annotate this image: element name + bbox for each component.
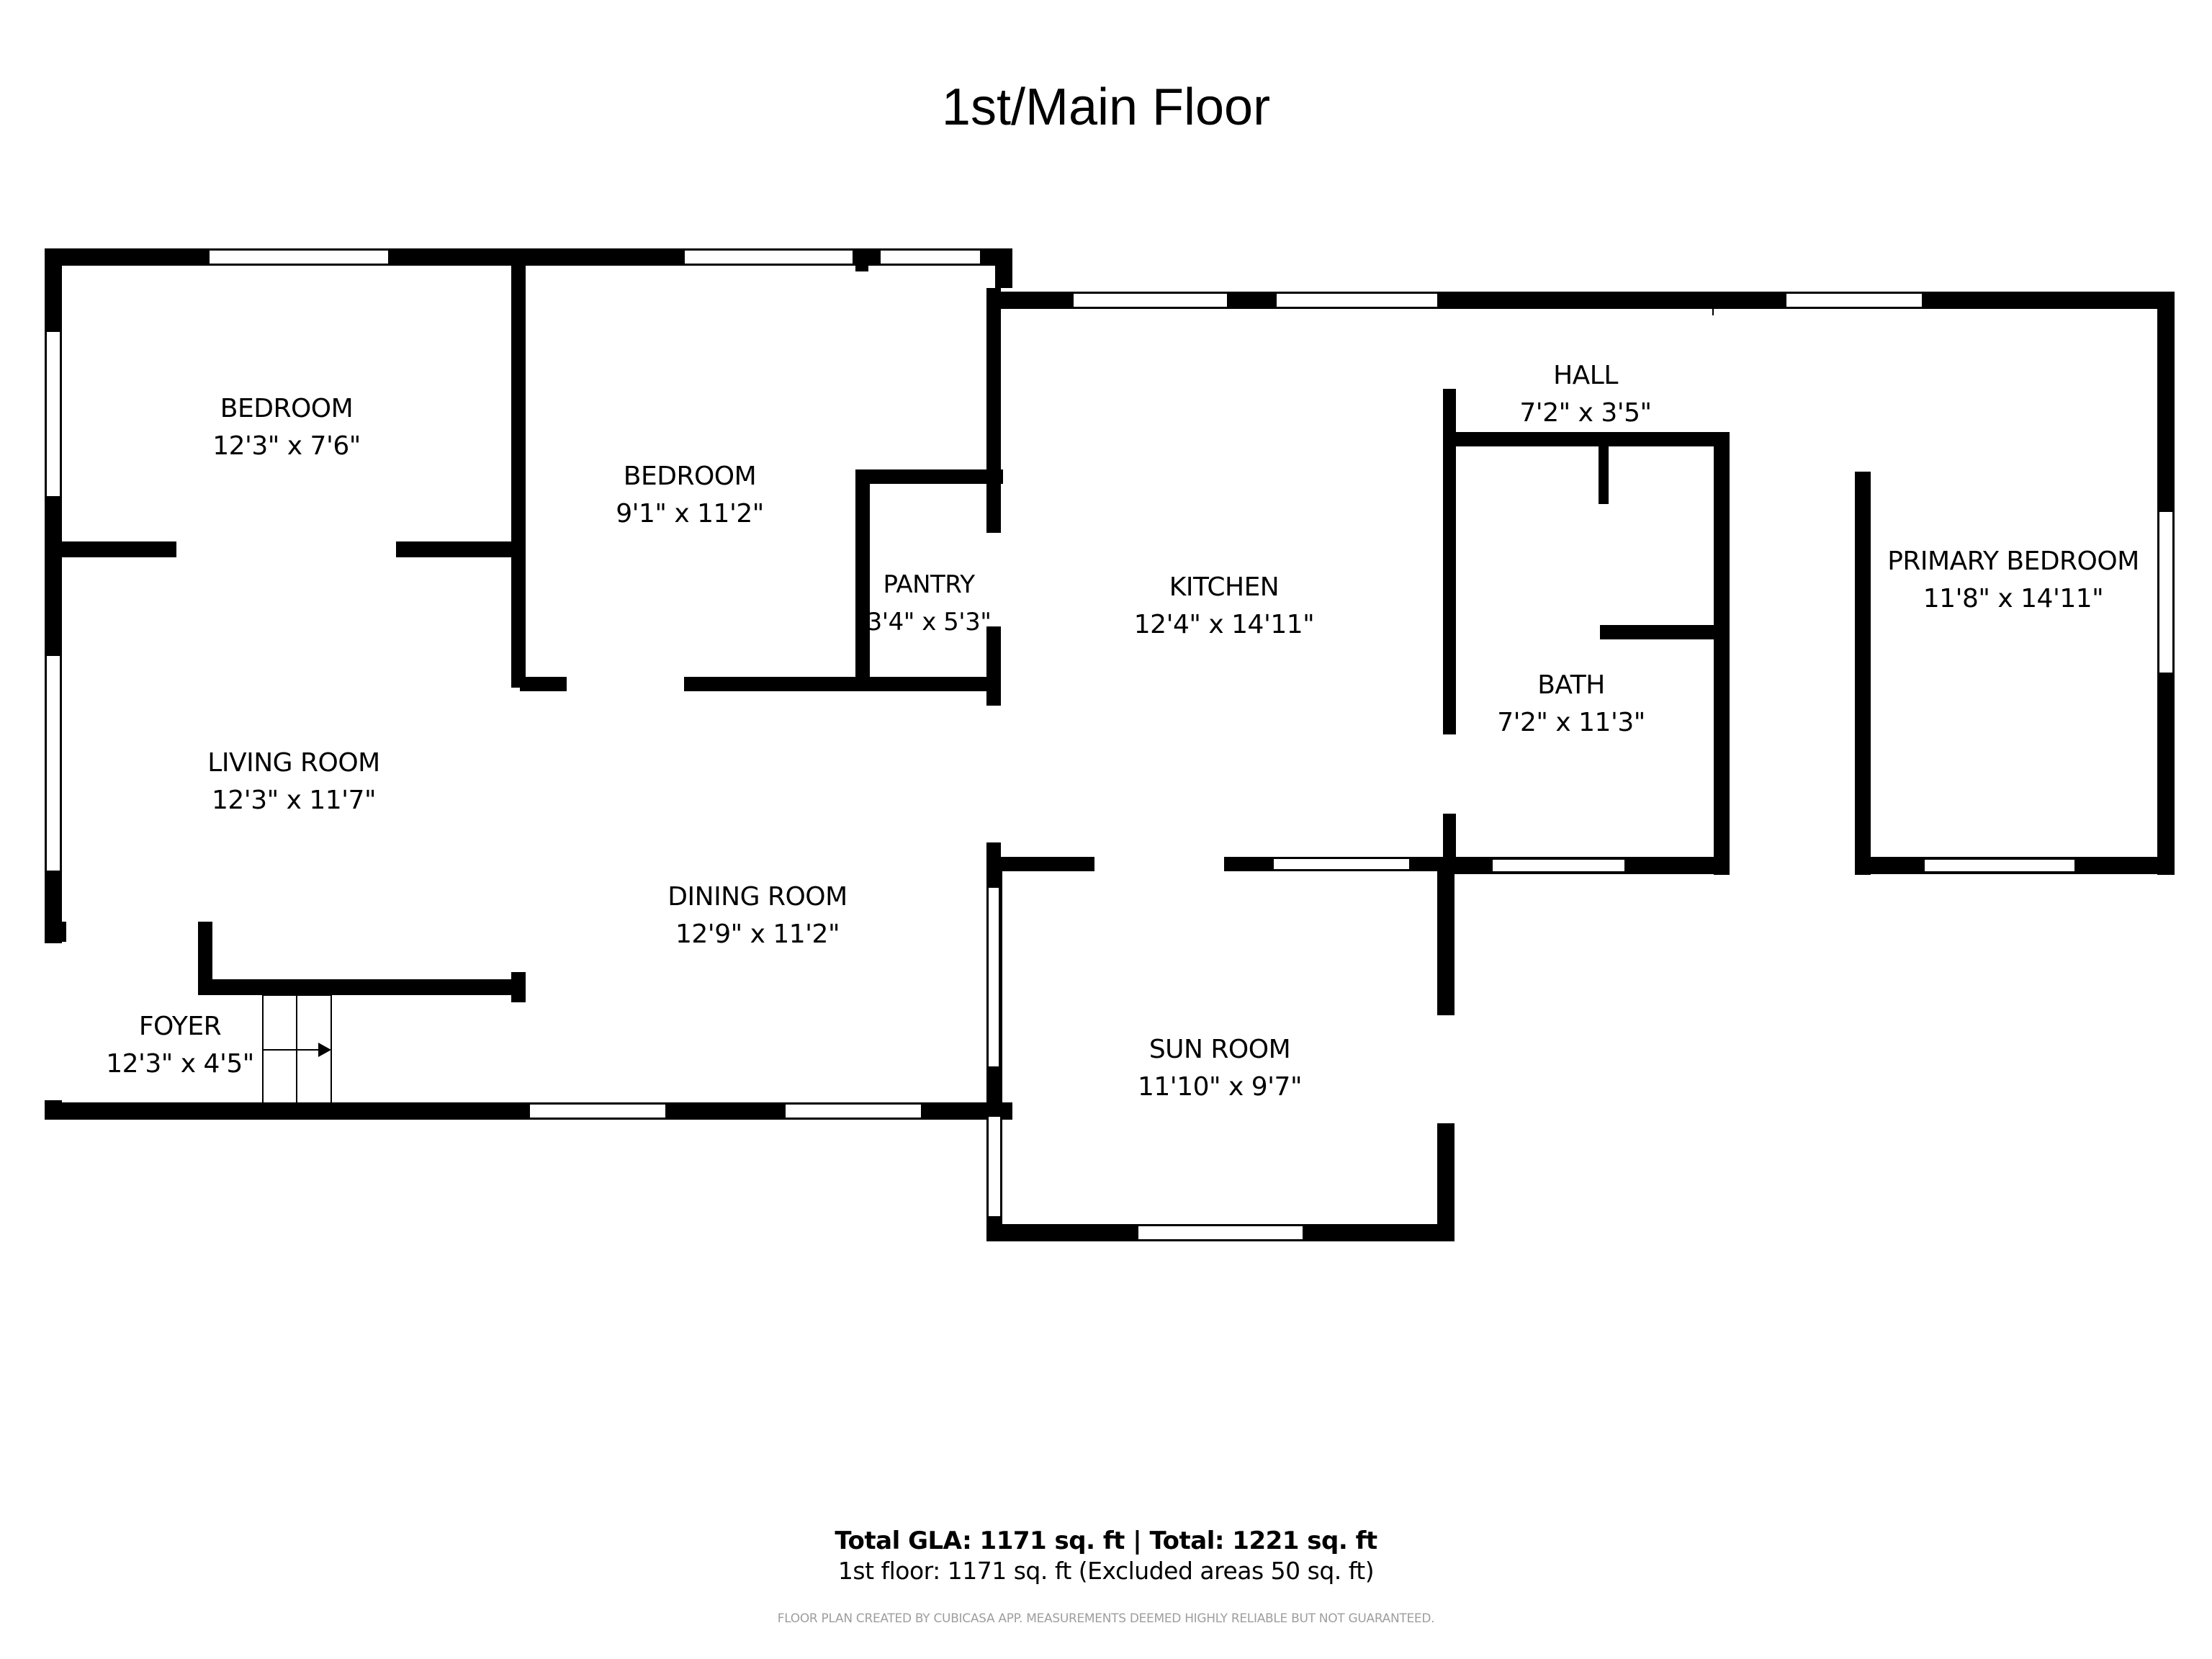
room-name: BEDROOM — [623, 462, 757, 491]
doorways — [45, 271, 1855, 1123]
room-bedroom-1: BEDROOM 12'3" x 7'6" — [212, 390, 361, 465]
room-dimensions: 11'8" x 14'11" — [1923, 584, 2104, 613]
room-name: BATH — [1537, 670, 1605, 700]
windows — [45, 249, 2174, 1241]
room-dimensions: 12'4" x 14'11" — [1133, 610, 1315, 639]
room-primary-bedroom: PRIMARY BEDROOM 11'8" x 14'11" — [1887, 543, 2139, 618]
room-kitchen: KITCHEN 12'4" x 14'11" — [1133, 569, 1315, 644]
room-dimensions: 7'2" x 11'3" — [1497, 708, 1645, 737]
room-bath: BATH 7'2" x 11'3" — [1497, 667, 1645, 742]
room-name: FOYER — [138, 1012, 222, 1041]
room-name: PANTRY — [883, 570, 975, 599]
room-foyer: FOYER 12'3" x 4'5" — [106, 1008, 254, 1083]
room-dimensions: 12'3" x 4'5" — [106, 1049, 254, 1079]
room-name: SUN ROOM — [1148, 1035, 1291, 1064]
room-dimensions: 3'4" x 5'3" — [866, 608, 992, 637]
room-sun-room: SUN ROOM 11'10" x 9'7" — [1137, 1031, 1303, 1106]
room-dimensions: 12'3" x 11'7" — [211, 786, 377, 815]
room-dimensions: 11'10" x 9'7" — [1137, 1072, 1303, 1102]
page-title: 1st/Main Floor — [941, 78, 1271, 136]
room-name: BEDROOM — [220, 394, 354, 423]
room-dining-room: DINING ROOM 12'9" x 11'2" — [667, 878, 848, 953]
room-living-room: LIVING ROOM 12'3" x 11'7" — [207, 745, 380, 819]
room-pantry: PANTRY 3'4" x 5'3" — [867, 566, 992, 641]
room-dimensions: 7'2" x 3'5" — [1519, 398, 1652, 428]
stair-arrow-icon — [318, 1043, 331, 1057]
room-name: LIVING ROOM — [207, 748, 380, 778]
area-totals: Total GLA: 1171 sq. ft | Total: 1221 sq.… — [835, 1527, 1377, 1555]
room-bedroom-2: BEDROOM 9'1" x 11'2" — [616, 458, 764, 533]
floor-area-detail: 1st floor: 1171 sq. ft (Excluded areas 5… — [837, 1557, 1375, 1585]
room-dimensions: 12'9" x 11'2" — [675, 920, 840, 949]
room-name: PRIMARY BEDROOM — [1887, 547, 2139, 576]
room-name: DINING ROOM — [667, 882, 848, 912]
room-dimensions: 12'3" x 7'6" — [212, 431, 361, 461]
room-name: KITCHEN — [1169, 572, 1280, 602]
stairs — [262, 994, 332, 1104]
room-dimensions: 9'1" x 11'2" — [616, 499, 764, 529]
disclaimer: FLOOR PLAN CREATED BY CUBICASA APP. MEAS… — [777, 1611, 1435, 1626]
room-hall: HALL 7'2" x 3'5" — [1519, 357, 1652, 432]
room-name: HALL — [1553, 361, 1618, 390]
